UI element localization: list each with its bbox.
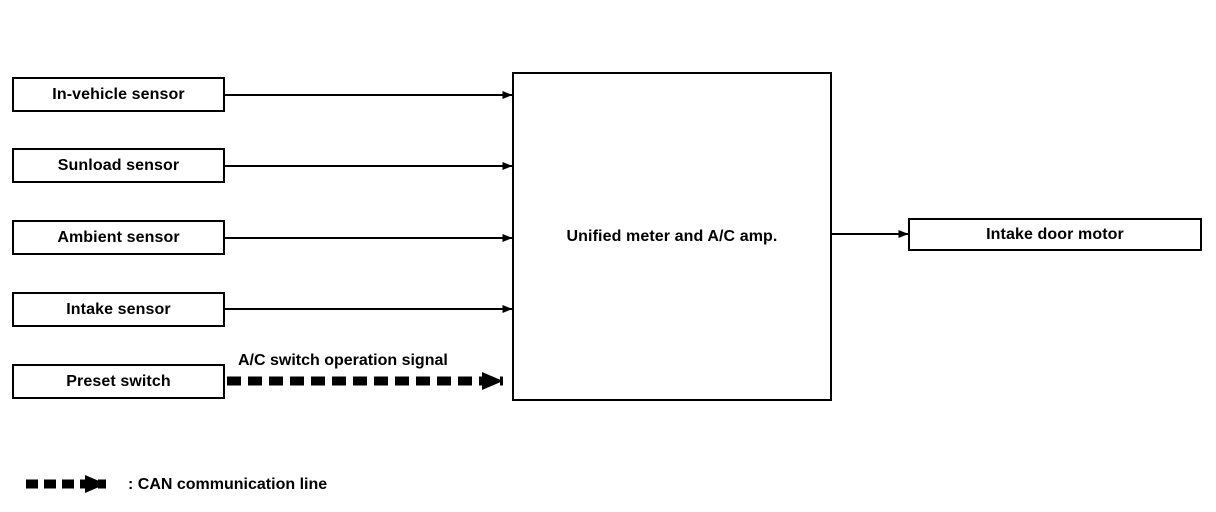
edge-label-ac-switch-operation-signal: A/C switch operation signal <box>238 352 448 369</box>
legend-can-communication-line-label: : CAN communication line <box>128 476 328 493</box>
node-preset-switch-label: Preset switch <box>66 372 171 390</box>
node-sunload-sensor-label: Sunload sensor <box>57 156 180 174</box>
node-intake-door-motor-label: Intake door motor <box>986 225 1124 243</box>
node-ambient-sensor[interactable]: Ambient sensor <box>12 220 225 255</box>
node-intake-sensor[interactable]: Intake sensor <box>12 292 225 327</box>
node-in-vehicle-sensor-label: In-vehicle sensor <box>52 85 185 103</box>
node-sunload-sensor[interactable]: Sunload sensor <box>12 148 225 183</box>
node-ambient-sensor-label: Ambient sensor <box>57 228 180 246</box>
node-intake-sensor-label: Intake sensor <box>66 300 171 318</box>
node-in-vehicle-sensor[interactable]: In-vehicle sensor <box>12 77 225 112</box>
node-intake-door-motor[interactable]: Intake door motor <box>908 218 1202 251</box>
node-unified-meter-ac-amp-label: Unified meter and A/C amp. <box>566 227 778 245</box>
node-preset-switch[interactable]: Preset switch <box>12 364 225 399</box>
node-unified-meter-ac-amp[interactable]: Unified meter and A/C amp. <box>512 72 832 401</box>
